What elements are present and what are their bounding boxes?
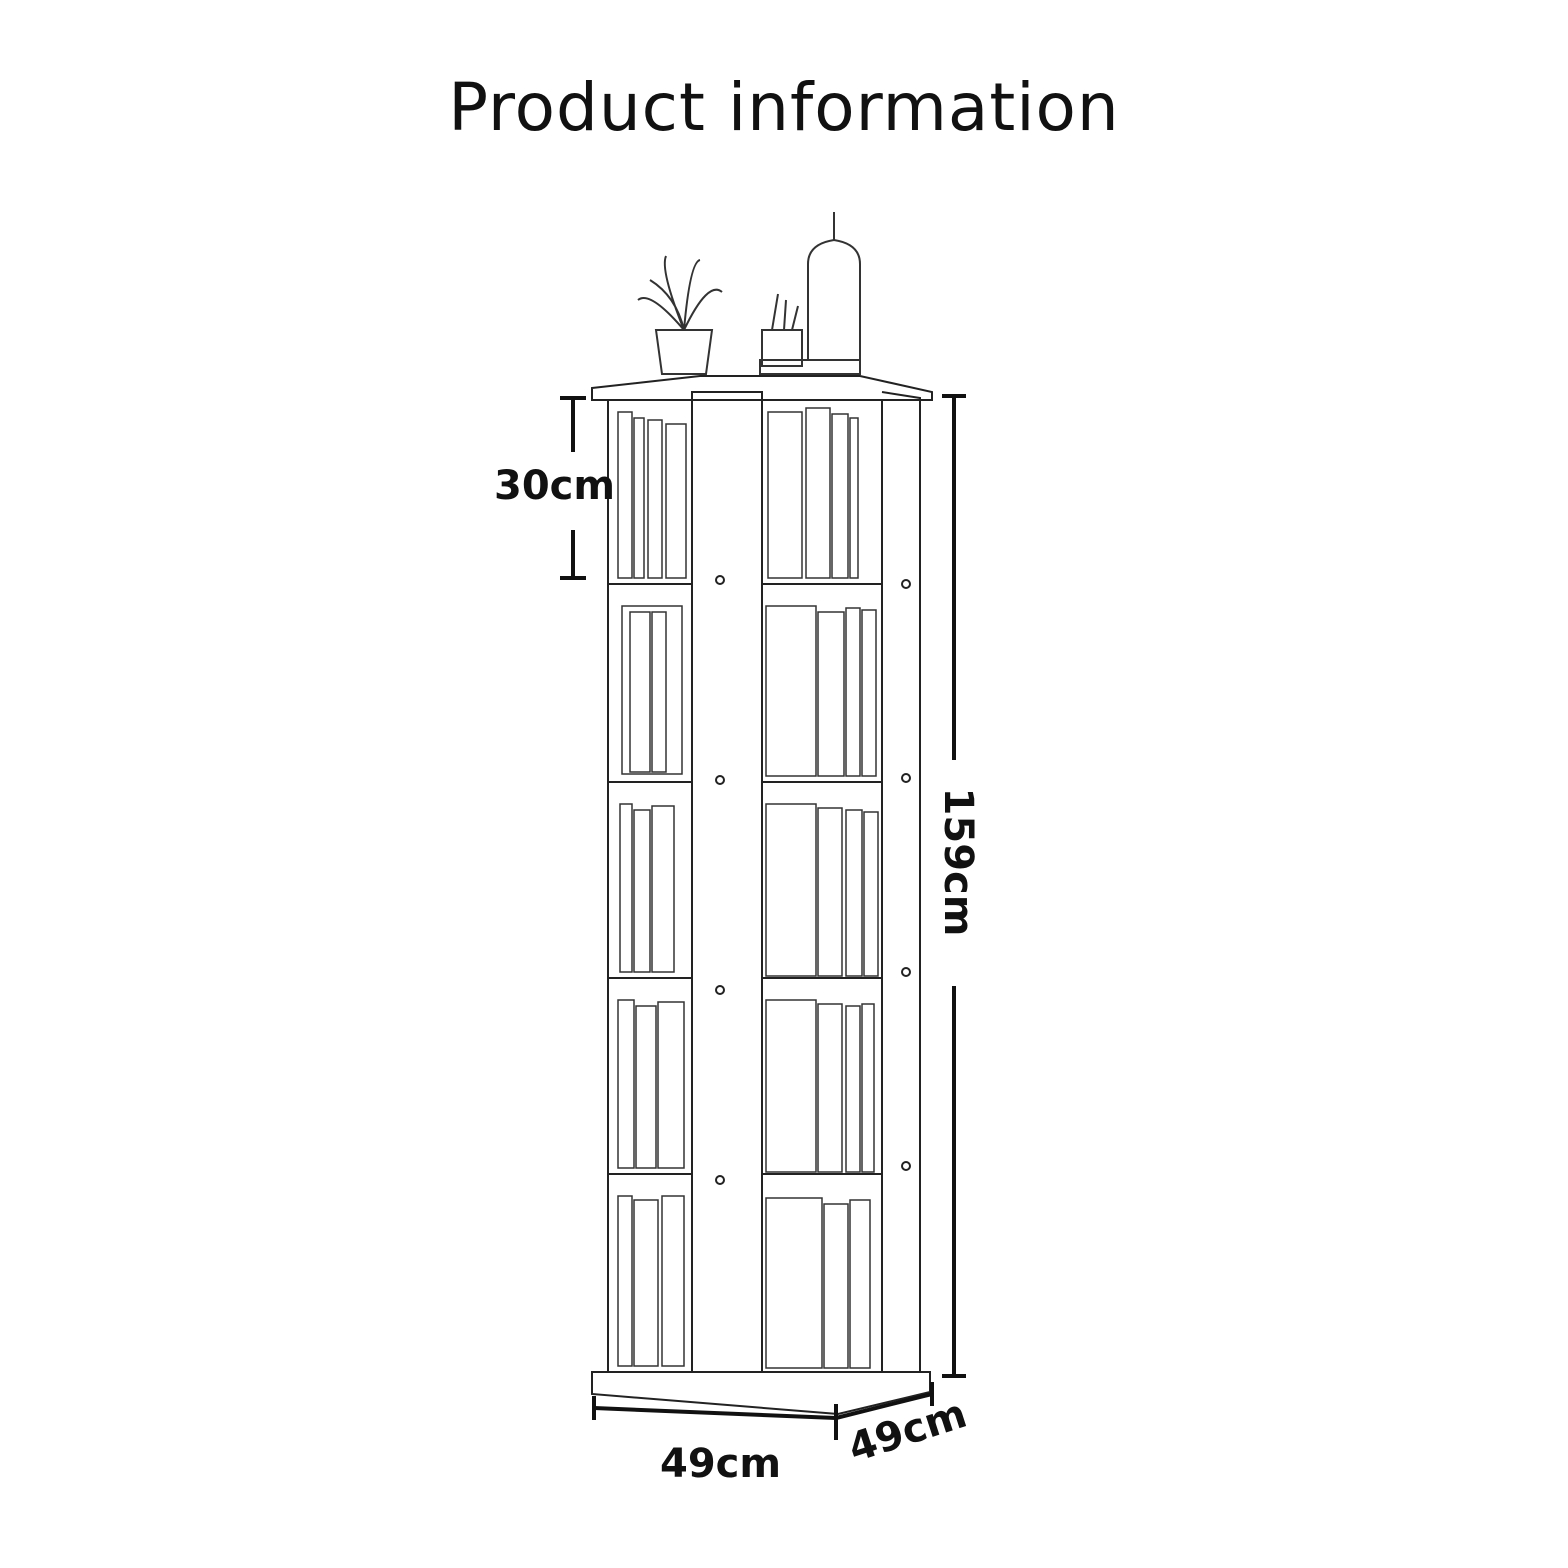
dimension-lines xyxy=(560,394,966,1440)
shelf-height-label: 30cm xyxy=(494,463,616,509)
screw-icon xyxy=(715,985,725,995)
vase-icon xyxy=(759,212,861,375)
top-board xyxy=(591,375,933,401)
screw-icon xyxy=(901,579,911,589)
books-right xyxy=(765,407,879,1369)
frame-center-panel xyxy=(691,391,763,1373)
books-left xyxy=(617,411,687,1367)
screw-icon xyxy=(901,967,911,977)
potted-plant-icon xyxy=(637,255,723,375)
screw-icon xyxy=(715,775,725,785)
screw-icon xyxy=(901,773,911,783)
width-label: 49cm xyxy=(660,1441,782,1487)
page-title: Product information xyxy=(448,69,1120,146)
frame-side xyxy=(881,391,921,1373)
total-height-label: 159cm xyxy=(935,787,981,937)
frame-right xyxy=(761,399,883,1373)
screw-icon xyxy=(901,1161,911,1171)
screw-icon xyxy=(715,575,725,585)
screw-icon xyxy=(715,1175,725,1185)
